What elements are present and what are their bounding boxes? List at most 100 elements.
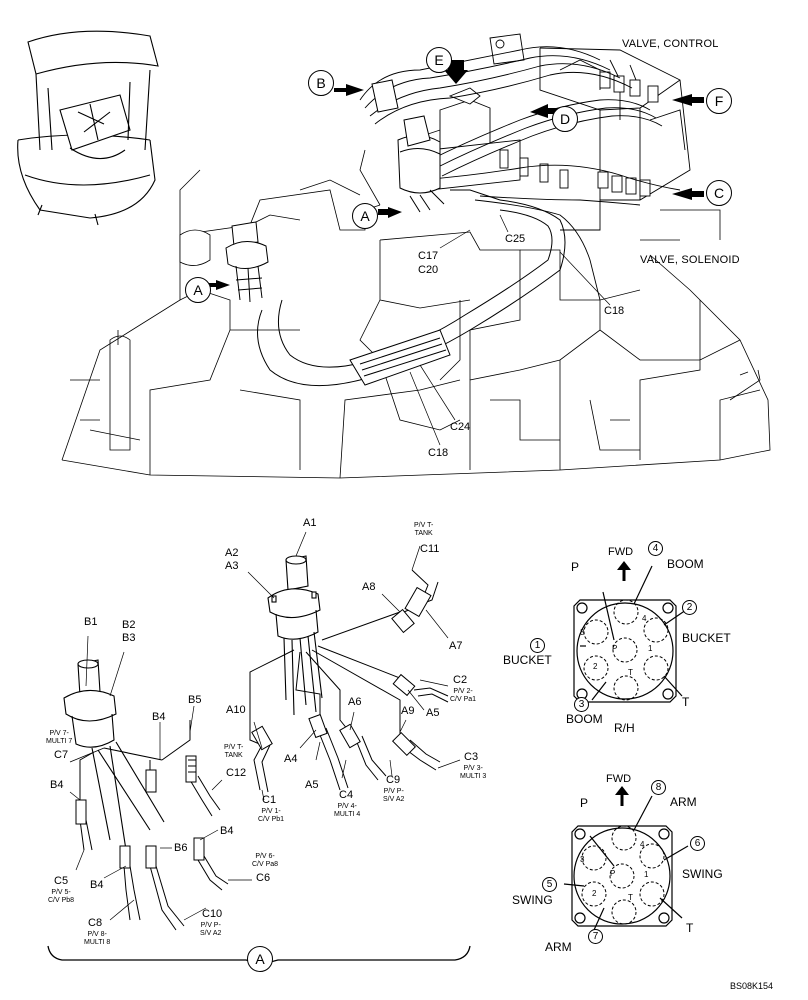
lh-num-5: 5 <box>542 877 557 892</box>
rh-port-4: 4 <box>642 614 647 623</box>
rh-side: R/H <box>614 721 635 735</box>
right-pilot-valve <box>267 555 323 716</box>
lh-arm-top: ARM <box>670 795 697 809</box>
lh-swing-left: SWING <box>512 893 553 907</box>
port-c1: P/V 1- C/V Pb1 <box>258 808 285 824</box>
label-b4-right: B4 <box>220 825 234 837</box>
lh-port-2: 2 <box>592 889 597 898</box>
rh-num-3: 3 <box>574 697 589 712</box>
label-a3: A3 <box>225 560 239 572</box>
lh-port-1: 1 <box>644 870 649 879</box>
left-pilot-valve <box>63 659 165 851</box>
left-valve-hoses <box>75 720 229 931</box>
hose-c18-right: C18 <box>604 305 625 317</box>
label-c9: C9 <box>386 774 401 786</box>
label-b3: B3 <box>122 632 136 644</box>
rh-boom-bottom: BOOM <box>566 712 603 726</box>
joystick-hose-loop <box>257 189 566 387</box>
port-c7: P/V 7- MULTI 7 <box>46 730 73 746</box>
callout-a-lower: A <box>185 277 211 303</box>
lh-num-7: 7 <box>588 929 603 944</box>
rh-p: P <box>571 560 580 574</box>
reference-code: BS08K154 <box>730 981 774 991</box>
label-a8: A8 <box>362 581 376 593</box>
left-joystick-top <box>225 221 269 303</box>
rh-pattern-diagram <box>573 561 687 703</box>
port-c8: P/V 8- MULTI 8 <box>84 931 111 947</box>
rh-boom-top: BOOM <box>667 557 704 571</box>
label-b4-bottom: B4 <box>90 879 104 891</box>
rh-port-p: P <box>612 644 618 653</box>
lh-num-8: 8 <box>651 780 666 795</box>
port-c10: P/V P- S/V A2 <box>200 922 222 938</box>
label-c12: C12 <box>226 767 247 779</box>
machine-thumbnail <box>17 30 159 226</box>
label-c4: C4 <box>339 789 354 801</box>
label-a9: A9 <box>401 705 415 717</box>
label-a5-right: A5 <box>426 707 440 719</box>
callout-d: D <box>552 106 578 132</box>
rh-t: T <box>682 695 690 709</box>
label-c6: C6 <box>256 872 271 884</box>
lh-fwd: FWD <box>606 773 632 785</box>
lh-port-4: 4 <box>640 840 645 849</box>
label-a6: A6 <box>348 696 362 708</box>
label-c7: C7 <box>54 749 69 761</box>
lh-t: T <box>686 921 694 935</box>
lh-port-p: P <box>610 869 616 878</box>
port-c3: P/V 3- MULTI 3 <box>460 765 487 781</box>
rh-port-2: 2 <box>593 662 598 671</box>
lh-swing-right: SWING <box>682 867 723 881</box>
label-c11: C11 <box>420 543 440 555</box>
hose-label-leaders <box>409 214 611 446</box>
callout-e: E <box>426 47 452 73</box>
label-c8: C8 <box>88 917 103 929</box>
label-b2: B2 <box>122 619 136 631</box>
hose-c18-bottom: C18 <box>428 447 449 459</box>
rh-num-2: 2 <box>682 600 697 615</box>
label-c3: C3 <box>464 751 479 763</box>
label-c1: C1 <box>262 794 277 806</box>
hose-c20: C20 <box>418 264 439 276</box>
control-valve-bank <box>489 33 691 231</box>
label-a7: A7 <box>449 640 463 652</box>
label-b6: B6 <box>174 842 188 854</box>
label-a1: A1 <box>303 517 317 529</box>
port-c9: P/V P- S/V A2 <box>383 788 405 804</box>
port-c6: P/V 6- C/V Pa8 <box>252 853 279 869</box>
callout-b: B <box>308 70 334 96</box>
label-c5: C5 <box>54 875 69 887</box>
callout-f: F <box>706 88 732 114</box>
label-b4-left: B4 <box>50 779 64 791</box>
rh-port-3: 3 <box>580 628 585 637</box>
callout-arrows <box>206 60 704 290</box>
port-c4: P/V 4- MULTI 4 <box>334 803 361 819</box>
lh-arm-bottom: ARM <box>545 940 572 954</box>
label-a4: A4 <box>284 753 298 765</box>
rh-num-4: 4 <box>648 541 663 556</box>
lh-port-3: 3 <box>580 855 585 864</box>
label-a5-left: A5 <box>305 779 319 791</box>
hose-c25: C25 <box>505 233 526 245</box>
callout-a-upper: A <box>352 203 378 229</box>
rh-fwd: FWD <box>608 546 634 558</box>
port-c11: P/V T- TANK <box>414 522 434 538</box>
hose-c17: C17 <box>418 250 439 262</box>
port-c5: P/V 5- C/V Pb8 <box>48 889 75 905</box>
right-joystick-top <box>371 79 445 213</box>
label-b5: B5 <box>188 694 202 706</box>
right-valve-hoses <box>249 569 449 793</box>
label-b1: B1 <box>84 616 98 628</box>
rh-port-1: 1 <box>648 644 653 653</box>
label-c2: C2 <box>453 674 468 686</box>
label-a2: A2 <box>225 547 239 559</box>
rh-port-t: T <box>628 668 633 677</box>
lh-pattern-diagram <box>563 786 689 931</box>
rh-bucket-left: BUCKET <box>503 653 552 667</box>
valve-control-label: VALVE, CONTROL <box>622 38 719 50</box>
rh-bucket-right: BUCKET <box>682 631 731 645</box>
label-a10: A10 <box>226 704 246 716</box>
label-c10: C10 <box>202 908 223 920</box>
lh-p: P <box>580 796 589 810</box>
